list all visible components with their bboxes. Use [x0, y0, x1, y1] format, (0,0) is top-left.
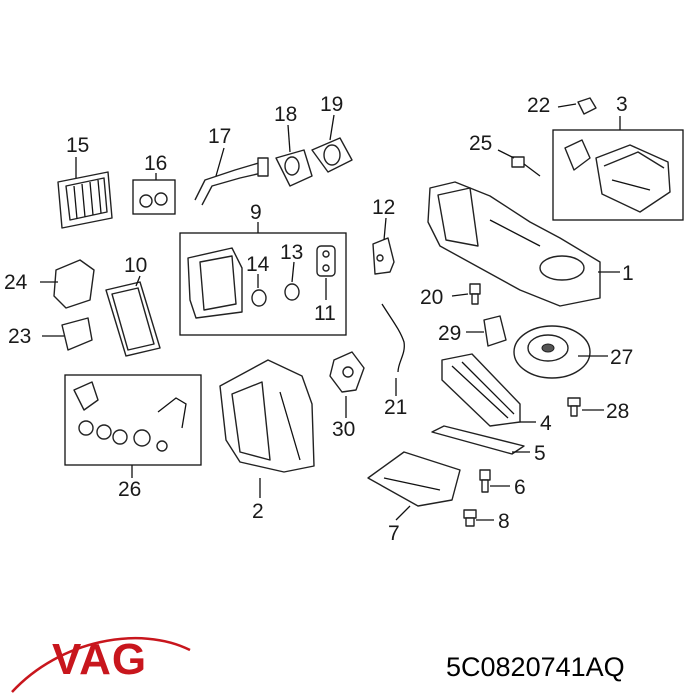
callout-23: 23 [8, 325, 31, 348]
vag-logo-text: VAG [52, 635, 147, 684]
callout-15: 15 [66, 134, 89, 157]
part-20-bolt [469, 283, 481, 305]
part-2-lower-housing [219, 359, 315, 473]
group-box-3 [552, 129, 684, 221]
callout-1: 1 [622, 262, 634, 285]
part-22-actuator [577, 97, 597, 115]
callout-5: 5 [534, 442, 546, 465]
callout-26: 26 [118, 478, 141, 501]
vag-logo: VAG [11, 635, 191, 693]
part-5-bracket [431, 425, 525, 455]
callout-9: 9 [250, 201, 262, 224]
callout-7: 7 [388, 522, 400, 545]
callout-8: 8 [498, 510, 510, 533]
part-4-filter [441, 353, 521, 427]
part-26-kit [73, 381, 187, 452]
callout-12: 12 [372, 196, 395, 219]
callout-11: 11 [314, 302, 336, 325]
callout-29: 29 [438, 322, 461, 345]
part-9-evaporator [187, 247, 243, 319]
callout-21: 21 [384, 396, 407, 419]
callout-22: 22 [527, 94, 550, 117]
part-12-sensor [372, 237, 395, 275]
group-box-16 [132, 179, 176, 215]
part-17-pipes [194, 157, 269, 206]
callout-16: 16 [144, 152, 167, 175]
part-19-seal [311, 137, 353, 173]
group-box-26 [64, 374, 202, 466]
part-28-screw [567, 397, 581, 417]
callout-3: 3 [616, 93, 628, 116]
callout-4: 4 [540, 412, 552, 435]
leader-lines [40, 103, 621, 521]
part-11-valve [316, 245, 336, 277]
part-13-ring [284, 283, 300, 301]
callout-14: 14 [246, 253, 270, 276]
callout-28: 28 [606, 400, 629, 423]
callout-numbers: 3 22 15 16 17 18 19 25 12 9 13 14 11 24 … [4, 93, 634, 545]
callout-20: 20 [420, 286, 443, 309]
callout-19: 19 [320, 93, 343, 116]
part-18-seal [275, 149, 313, 187]
callout-24: 24 [4, 271, 28, 294]
part-8-nut [463, 509, 477, 527]
part-29-resistor [483, 315, 507, 347]
callout-13: 13 [280, 241, 303, 264]
part-number: 5C0820741AQ [446, 652, 625, 682]
callout-27: 27 [610, 346, 633, 369]
callout-17: 17 [208, 125, 231, 148]
part-7-duct [367, 451, 461, 507]
part-25-screw [511, 156, 541, 177]
part-14-ring [251, 289, 267, 307]
part-30-valve [329, 351, 365, 393]
callout-18: 18 [274, 103, 297, 126]
group-box-9 [179, 232, 347, 336]
callout-10: 10 [124, 254, 147, 277]
part-15-heater-core [57, 171, 113, 229]
part-16-o-rings [139, 192, 168, 208]
part-10-cabin-filter [105, 281, 161, 357]
part-24-module [53, 259, 95, 309]
callout-2: 2 [252, 500, 264, 523]
callout-6: 6 [514, 476, 526, 499]
part-6-bolt [479, 469, 491, 493]
part-27-blower-motor [513, 325, 591, 379]
part-21-hose [381, 303, 405, 373]
part-1-hvac-housing [427, 181, 601, 307]
part-3-housing-section [564, 139, 671, 213]
callout-25: 25 [469, 132, 492, 155]
callout-30: 30 [332, 418, 355, 441]
part-23-bracket [61, 317, 93, 351]
